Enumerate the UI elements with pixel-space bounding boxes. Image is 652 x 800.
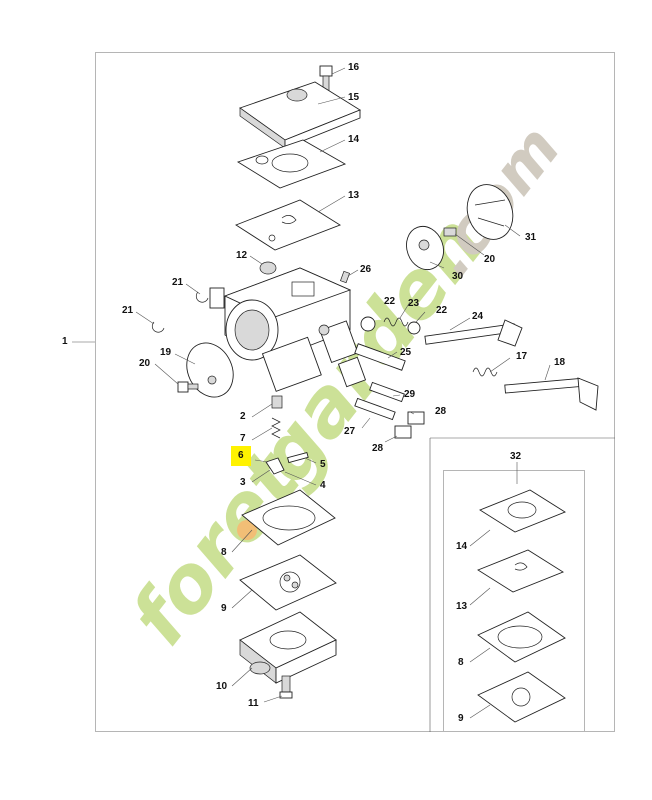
lever-part-6 — [265, 457, 285, 475]
callout-24: 24 — [472, 311, 484, 322]
filter-part-12 — [259, 261, 277, 275]
kit-callout-14: 14 — [456, 541, 468, 552]
shaft-part-24 — [424, 319, 523, 347]
washer-part-22b — [407, 321, 421, 335]
kit-callout-8: 8 — [458, 657, 464, 668]
callout-14: 14 — [348, 134, 360, 145]
callout-22a: 22 — [384, 296, 396, 307]
kit-callout-13: 13 — [456, 601, 468, 612]
callout-23: 23 — [408, 298, 420, 309]
callout-4: 4 — [320, 480, 326, 491]
callout-12: 12 — [236, 250, 248, 261]
callout-31: 31 — [525, 232, 537, 243]
needle-part-29 — [369, 381, 405, 403]
screw-part-20b — [443, 227, 457, 237]
callout-20b: 20 — [484, 254, 496, 265]
spring-part-7 — [271, 417, 281, 439]
callout-26: 26 — [360, 264, 372, 275]
needle-part-25 — [354, 343, 406, 371]
callout-11: 11 — [248, 698, 259, 709]
kit-gasket-8 — [477, 611, 566, 663]
callout-25: 25 — [400, 347, 412, 358]
leader-lines — [135, 67, 551, 719]
callout-13: 13 — [348, 190, 360, 201]
gasket-part-14 — [236, 139, 347, 189]
needle-part-27 — [354, 397, 396, 421]
gasket-part-8 — [241, 489, 336, 546]
callout-22b: 22 — [436, 305, 448, 316]
disc-part-30 — [406, 225, 444, 271]
callout-19: 19 — [160, 347, 172, 358]
shaft-part-18 — [504, 377, 599, 411]
callout-16: 16 — [348, 62, 360, 73]
callout-32: 32 — [510, 451, 522, 462]
callout-15: 15 — [348, 92, 360, 103]
pump-cover-part-10 — [239, 611, 337, 684]
cover-part-31 — [466, 184, 514, 240]
plug-part-28a — [407, 411, 425, 425]
clip-part-21a — [195, 291, 209, 303]
kit-callout-9: 9 — [458, 713, 464, 724]
plate-part-19 — [186, 342, 234, 398]
callout-2: 2 — [240, 411, 246, 422]
callout-9: 9 — [221, 603, 227, 614]
callout-21b: 21 — [122, 305, 134, 316]
diaphragm-part-13 — [235, 199, 342, 251]
callout-27: 27 — [344, 426, 356, 437]
callout-8: 8 — [221, 547, 227, 558]
kit-diaphragm-9 — [477, 671, 566, 723]
callout-29: 29 — [404, 389, 416, 400]
kit-diaphragm-13 — [477, 549, 564, 593]
screw-part-11 — [279, 675, 293, 699]
callout-5: 5 — [320, 459, 326, 470]
callout-21a: 21 — [172, 277, 184, 288]
callout-20a: 20 — [139, 358, 151, 369]
pin-part-26 — [340, 270, 350, 284]
main-assembly-frame — [95, 52, 615, 732]
clip-part-21b — [151, 321, 165, 333]
callout-30: 30 — [452, 271, 464, 282]
callout-10: 10 — [216, 681, 228, 692]
callout-18: 18 — [554, 357, 566, 368]
kit-gasket-14 — [479, 489, 566, 533]
callout-1: 1 — [62, 336, 68, 347]
spring-part-17 — [472, 367, 498, 377]
callout-17: 17 — [516, 351, 528, 362]
gasket-kit-frame — [443, 470, 585, 732]
callout-28b: 28 — [372, 443, 384, 454]
carburetor-body — [209, 267, 367, 392]
cover-part-15 — [239, 81, 361, 149]
screw-part-20 — [177, 381, 199, 393]
pin-part-5 — [287, 451, 309, 464]
washer-part-22a — [360, 316, 376, 332]
callout-6-highlighted: 6 — [231, 446, 251, 466]
spring-part-23 — [383, 317, 409, 327]
plug-part-28b — [394, 425, 412, 439]
callout-3: 3 — [240, 477, 246, 488]
screw-part-2 — [271, 395, 283, 409]
diaphragm-part-9 — [239, 554, 337, 611]
callout-7: 7 — [240, 433, 246, 444]
callout-28a: 28 — [435, 406, 447, 417]
